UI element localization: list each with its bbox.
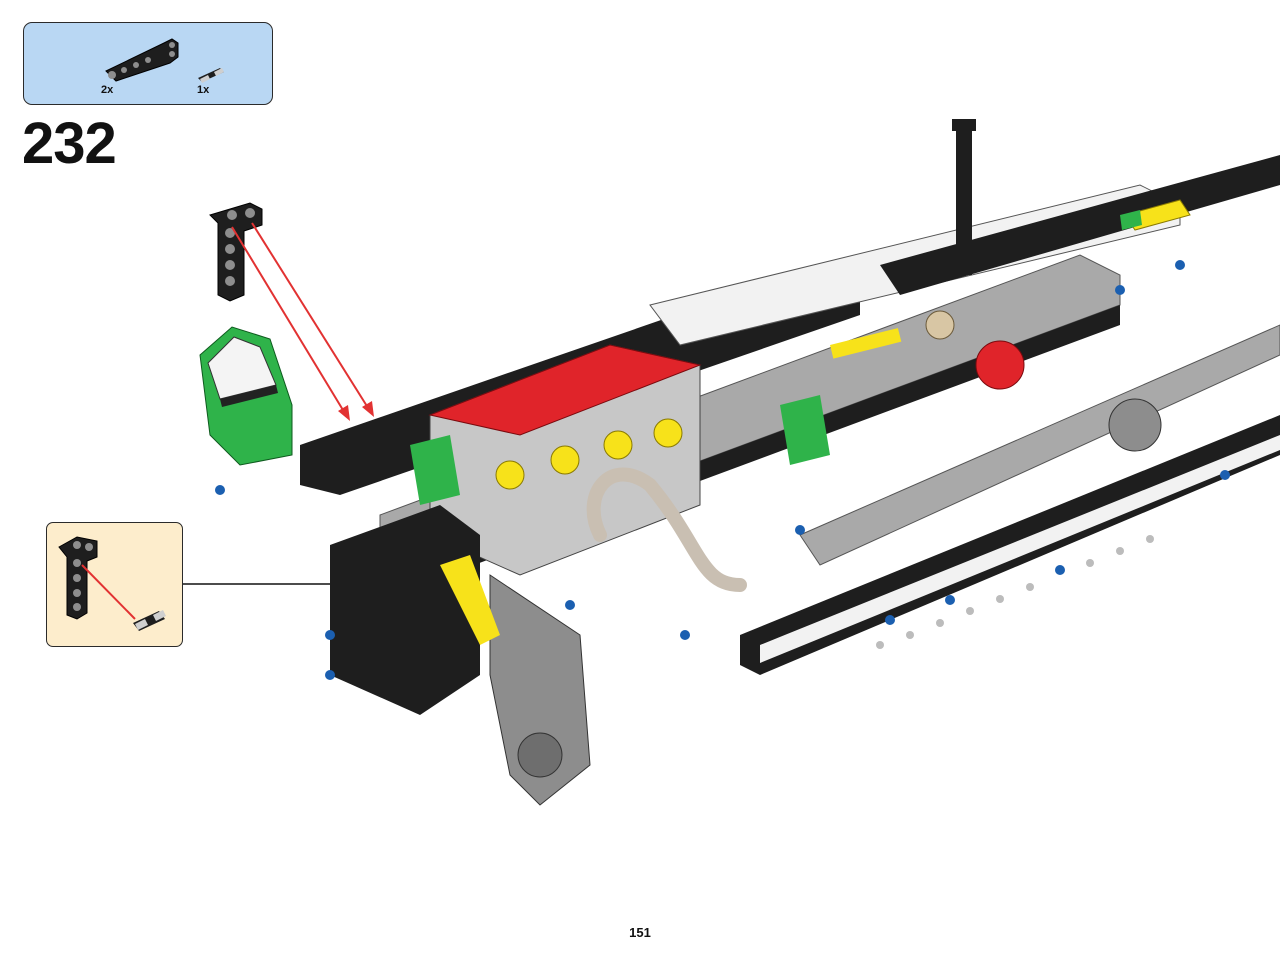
green-cab-section [199,326,293,466]
page-number: 151 [629,925,651,940]
beam-with-connector-subassembly-icon [58,536,166,631]
subassembly-callout [46,522,183,647]
part-quantity-beam: 2x [101,84,114,96]
blue-pins [215,260,1230,680]
parts-list-box: 2x 1x [23,22,273,105]
white-beam-holes [876,535,1154,649]
part-quantity-pin: 1x [197,84,210,96]
parts-list-illustration [105,38,224,83]
engine-block [428,344,702,576]
step-number: 232 [22,111,117,176]
chassis-model-illustration [183,119,1280,806]
flex-hose [586,467,747,592]
gears-and-bushes [410,199,1191,505]
axle-pin-connector-icon [198,68,224,83]
vertical-axle [952,119,976,275]
front-axle-assembly [330,505,591,806]
black-angled-beam-icon [105,38,179,82]
loose-black-beam-icon [209,202,263,302]
insertion-arrows [231,222,374,421]
